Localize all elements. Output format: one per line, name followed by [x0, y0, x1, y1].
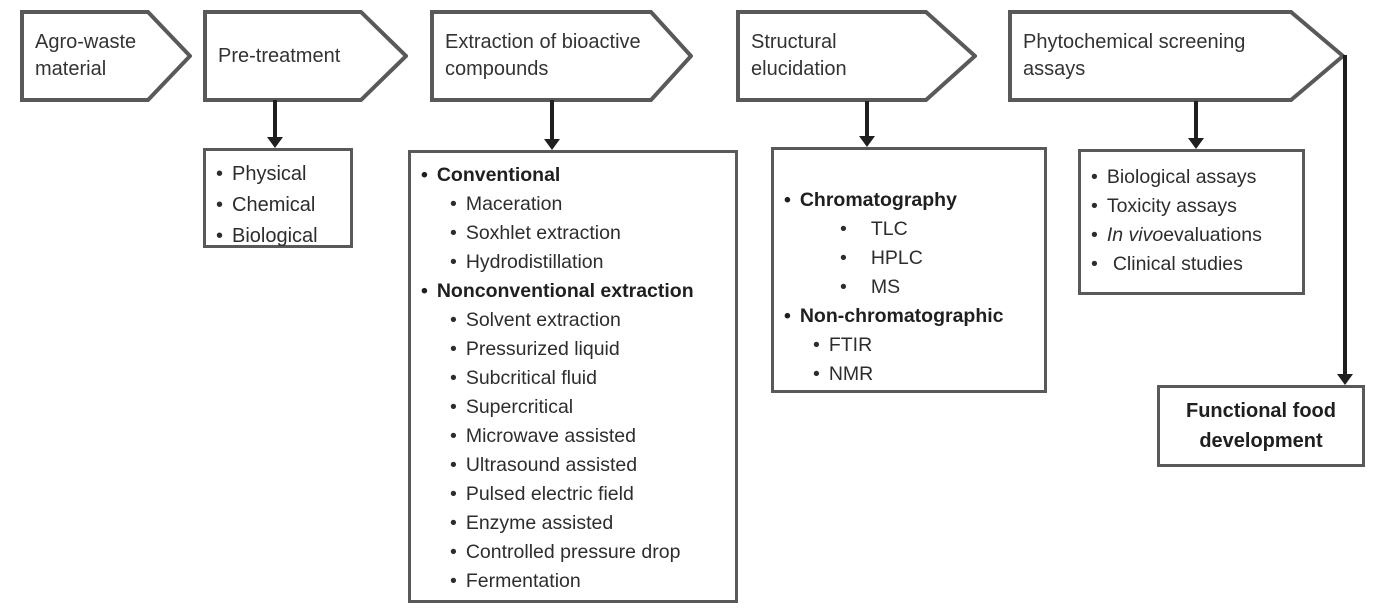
list-item: Controlled pressure drop [421, 538, 729, 567]
list-item: MS [784, 273, 1038, 302]
list-item: TLC [784, 215, 1038, 244]
connector-arrow-pretreatment [267, 100, 283, 148]
list-item: Nonconventional extraction [421, 277, 729, 306]
list-item: Fermentation [421, 567, 729, 596]
list-item: HPLC [784, 244, 1038, 273]
flow-step-label: Pre-treatment [218, 44, 341, 67]
flow-step-label: Phytochemical screening assays [1023, 31, 1246, 80]
list-item: Pressurized liquid [421, 335, 729, 364]
list-item: Subcritical fluid [421, 364, 729, 393]
flow-step-label: Extraction of bioactive compounds [445, 31, 641, 80]
functional-food-development-box: Functional food development [1157, 385, 1365, 467]
flow-step-label: Structural elucidation [751, 31, 847, 80]
list-item: Chromatography [784, 186, 1038, 215]
list-item: Microwave assisted [421, 422, 729, 451]
list-item: Hydrodistillation [421, 248, 729, 277]
list-item: Conventional [421, 161, 729, 190]
list-item: Maceration [421, 190, 729, 219]
list-item: FTIR [784, 331, 1038, 360]
connector-arrow-phytochemical [1188, 101, 1204, 149]
extraction-detail-box: Conventional Maceration Soxhlet extracti… [408, 150, 738, 603]
list-item: Biological assays [1091, 163, 1296, 192]
list-item: In vivo evaluations [1091, 221, 1296, 250]
flow-step-agro-waste-material: Agro-waste material [20, 10, 192, 102]
structural-detail-box: Chromatography TLC HPLC MS Non-chromatog… [771, 147, 1047, 393]
pretreatment-detail-box: Physical Chemical Biological [203, 148, 353, 248]
flow-step-pre-treatment: Pre-treatment [203, 10, 408, 102]
phytochemical-detail-box: Biological assays Toxicity assays In viv… [1078, 149, 1305, 295]
flow-step-structural-elucidation: Structural elucidation [736, 10, 977, 102]
list-item: Ultrasound assisted [421, 451, 729, 480]
chevron-shape [203, 10, 408, 102]
flow-step-extraction: Extraction of bioactive compounds [430, 10, 693, 102]
final-box-label: Functional food development [1186, 400, 1336, 452]
list-item: Solvent extraction [421, 306, 729, 335]
chevron-shape [736, 10, 977, 102]
connector-arrow-extraction [544, 100, 560, 150]
list-item: Toxicity assays [1091, 192, 1296, 221]
list-item: Pulsed electric field [421, 480, 729, 509]
flow-step-phytochemical-screening: Phytochemical screening assays [1008, 10, 1345, 102]
list-item: NMR [784, 360, 1038, 389]
list-item: Supercritical [421, 393, 729, 422]
connector-arrow-structural [859, 101, 875, 147]
connector-arrow-functional-food [1337, 55, 1353, 385]
chevron-shape [20, 10, 192, 102]
list-item: Chemical [216, 190, 344, 221]
list-item: Physical [216, 159, 344, 190]
list-item: Enzyme assisted [421, 509, 729, 538]
list-item: Biological [216, 221, 344, 252]
chevron-shape [430, 10, 693, 102]
flow-step-label: Agro-waste material [35, 31, 137, 80]
list-item: Non-chromatographic [784, 302, 1038, 331]
list-item: Soxhlet extraction [421, 219, 729, 248]
list-item: Clinical studies [1091, 250, 1296, 279]
chevron-shape [1008, 10, 1345, 102]
